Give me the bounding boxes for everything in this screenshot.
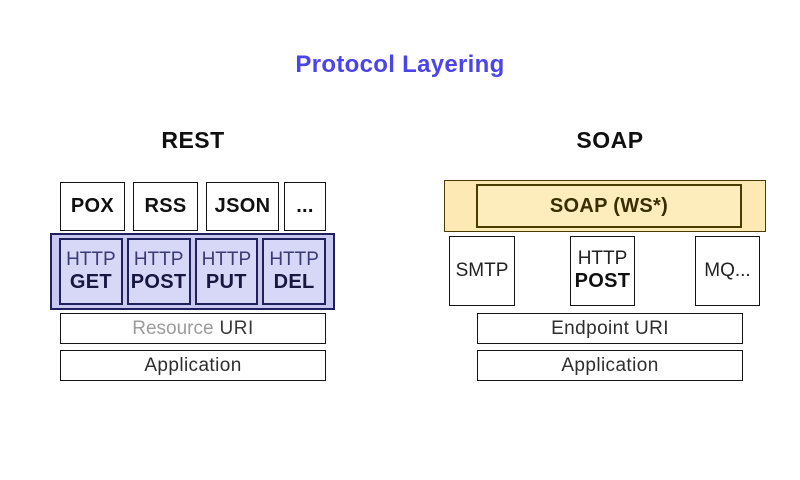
http-get-proto: HTTP: [66, 248, 116, 270]
smtp-box: SMTP: [449, 236, 515, 306]
http-del-proto: HTTP: [269, 248, 319, 270]
soap-application-label: Application: [561, 354, 659, 376]
more-formats-label: ...: [296, 195, 314, 217]
soap-application-box: Application: [477, 350, 743, 381]
rss-box: RSS: [133, 182, 198, 231]
rss-label: RSS: [144, 195, 187, 217]
pox-label: POX: [70, 195, 115, 217]
soap-http-post-verb: POST: [574, 270, 631, 293]
resource-uri-strong-label: URI: [219, 317, 254, 339]
soap-http-post-box: HTTP POST: [570, 236, 635, 306]
mq-label: MQ...: [704, 259, 751, 281]
soap-http-post-proto: HTTP: [577, 248, 628, 269]
soap-ws-band: SOAP (WS*): [444, 180, 766, 232]
http-post-verb: POST: [130, 270, 187, 293]
json-box: JSON: [206, 182, 279, 231]
rest-application-label: Application: [144, 354, 242, 376]
http-put-box: HTTP PUT: [194, 238, 259, 305]
mq-box: MQ...: [695, 236, 760, 306]
json-label: JSON: [214, 195, 271, 217]
http-post-box: HTTP POST: [126, 238, 191, 305]
page-title: Protocol Layering: [295, 51, 505, 78]
pox-box: POX: [60, 182, 125, 231]
http-del-box: HTTP DEL: [262, 238, 326, 305]
rest-application-box: Application: [60, 350, 326, 381]
http-del-verb: DEL: [273, 270, 315, 293]
http-methods-band: HTTP GET HTTP POST HTTP PUT HTTP DEL: [50, 233, 335, 310]
resource-uri-muted-label: Resource: [132, 317, 214, 339]
more-formats-box: ...: [284, 182, 326, 231]
smtp-label: SMTP: [455, 259, 509, 281]
http-post-proto: HTTP: [133, 248, 184, 270]
resource-uri-box: Resource URI: [60, 313, 326, 344]
rest-heading: REST: [161, 127, 225, 153]
soap-heading: SOAP: [576, 127, 644, 153]
http-get-box: HTTP GET: [59, 238, 123, 305]
http-get-verb: GET: [69, 270, 112, 293]
soap-ws-box: SOAP (WS*): [476, 184, 742, 228]
endpoint-uri-box: Endpoint URI: [477, 313, 743, 344]
http-put-verb: PUT: [205, 270, 247, 293]
http-put-proto: HTTP: [201, 248, 252, 270]
endpoint-uri-label: Endpoint URI: [551, 317, 669, 339]
